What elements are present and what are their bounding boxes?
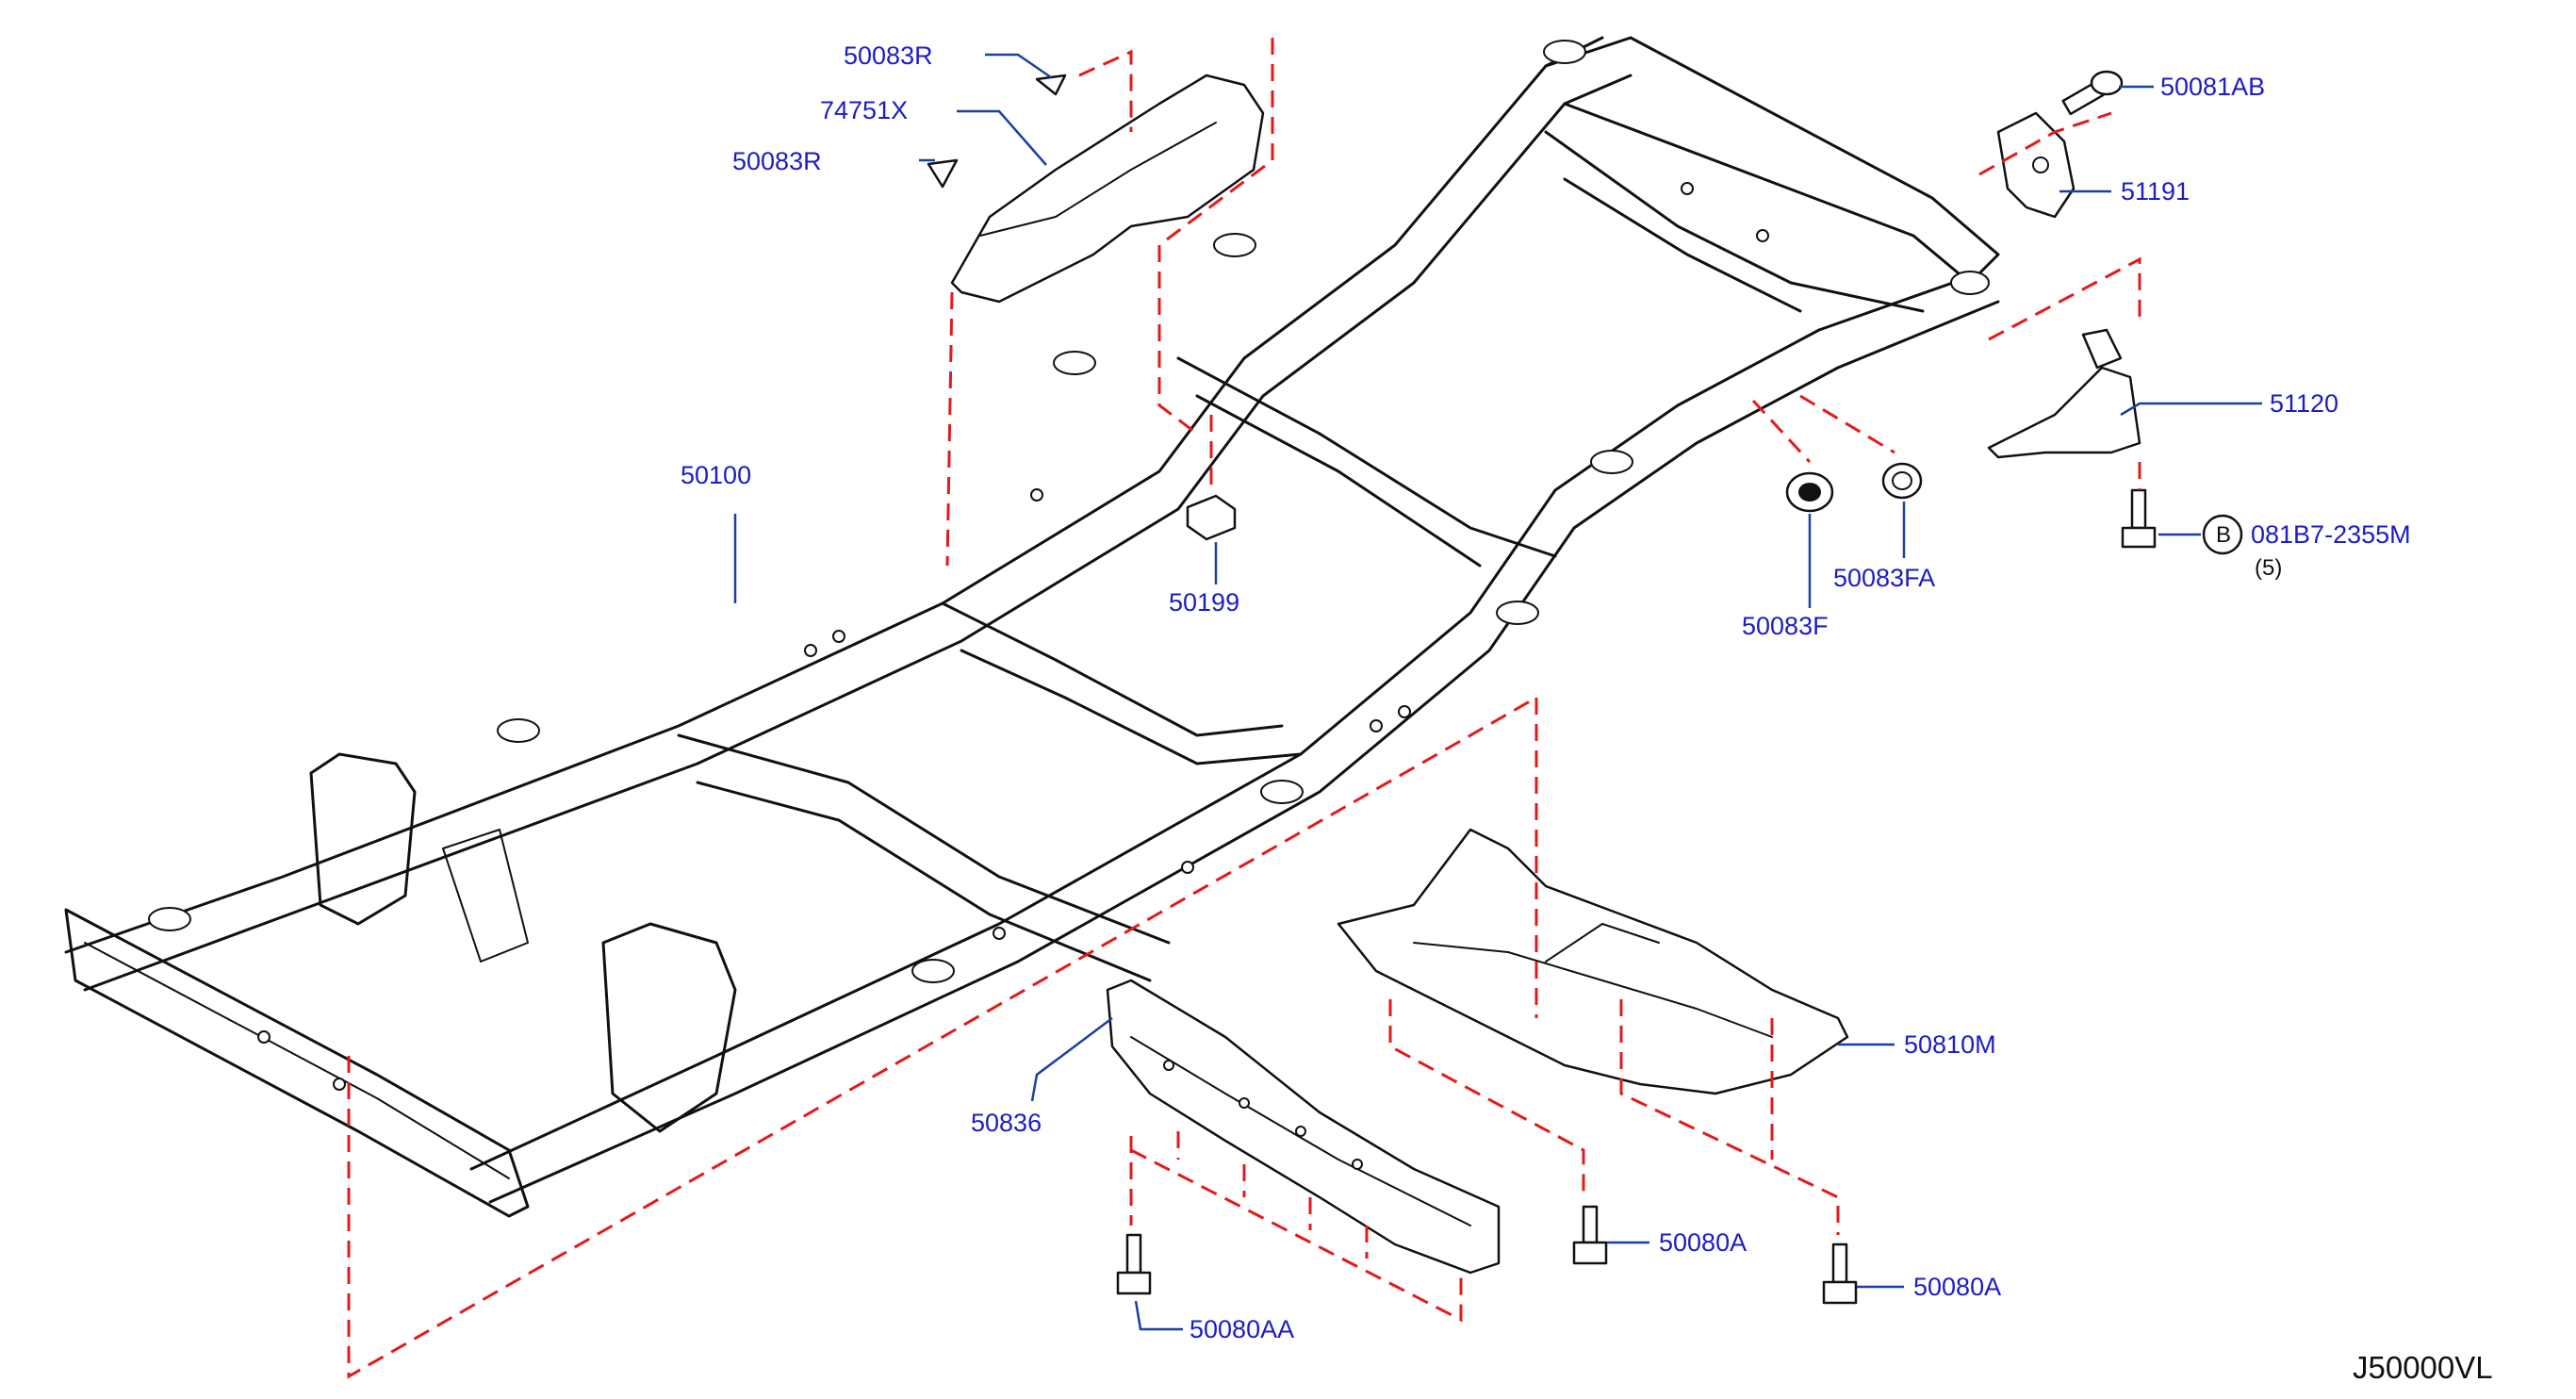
- label-bolt-rear: 081B7-2355M: [2251, 520, 2411, 549]
- label-bolt-circle: B: [2216, 522, 2231, 548]
- label-bracket-top: 51191: [2121, 177, 2190, 206]
- diagram-code: J50000VL: [2353, 1350, 2493, 1385]
- label-frame: 50100: [681, 461, 751, 489]
- bolt-50081ab: [2061, 70, 2124, 116]
- grommet-50083f: [1785, 471, 1834, 513]
- label-cross-member-cover: 50836: [971, 1109, 1042, 1137]
- bolt-081b7-2355m: [2121, 488, 2157, 549]
- bracket-51191: [1996, 111, 2076, 219]
- label-bolt-rear-qty: (5): [2255, 555, 2282, 581]
- label-bolt-top: 50081AB: [2160, 73, 2265, 101]
- bolt-50080aa: [1116, 1233, 1152, 1295]
- clip-50083r-top: [1035, 74, 1067, 96]
- label-bolt-aa: 50080AA: [1190, 1315, 1294, 1343]
- leader-lines: [733, 53, 2262, 1331]
- plug-50199: [1186, 494, 1237, 541]
- label-bracket-rear: 51120: [2270, 389, 2338, 418]
- label-grommet-fa: 50083FA: [1833, 564, 1935, 592]
- grommet-50083fa: [1881, 462, 1923, 500]
- label-clip-mid: 50083R: [732, 147, 822, 175]
- ladder-frame: [64, 36, 2000, 1218]
- heat-insulator-74751x: [950, 74, 1265, 304]
- under-cover-50810m: [1337, 828, 1849, 1095]
- label-grommet-f: 50083F: [1742, 612, 1829, 640]
- bolt-50080a-1: [1572, 1205, 1608, 1265]
- clip-50083r-mid: [927, 158, 959, 189]
- bolt-50080a-2: [1822, 1243, 1858, 1305]
- assembly-lines: [347, 38, 2141, 1379]
- label-bolt-a2: 50080A: [1913, 1273, 2001, 1301]
- label-clip-top: 50083R: [844, 41, 933, 70]
- label-bolt-a1: 50080A: [1659, 1228, 1747, 1257]
- bracket-51120: [1987, 328, 2141, 459]
- label-under-cover: 50810M: [1904, 1030, 1996, 1059]
- cross-member-cover-50836: [1106, 979, 1501, 1275]
- label-plug: 50199: [1169, 588, 1239, 617]
- bolt-circle-b: [2202, 514, 2243, 555]
- label-heat-insulator: 74751X: [820, 96, 908, 124]
